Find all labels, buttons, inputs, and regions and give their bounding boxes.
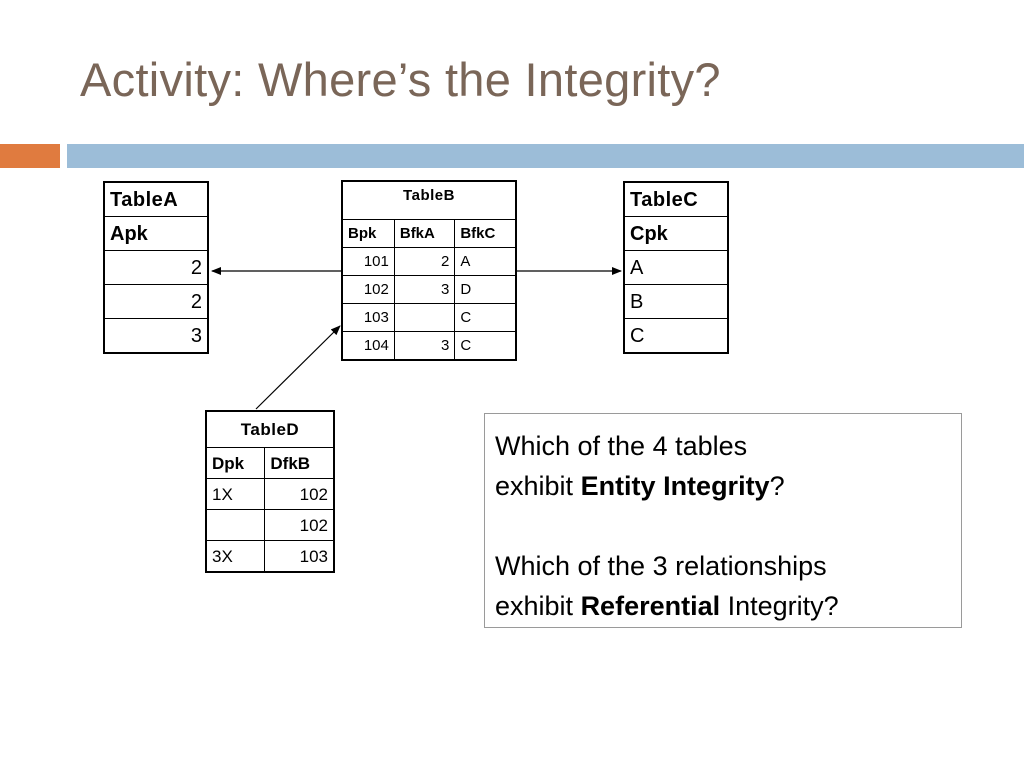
table-d-cell: 102 [264, 509, 335, 541]
table-c: TableC Cpk A B C [623, 181, 729, 354]
table-row: 103 C [341, 303, 517, 332]
table-b-caption: TableB [341, 180, 517, 220]
question-2-line-2: exhibit Referential Integrity? [495, 591, 839, 621]
table-row: 102 3 D [341, 275, 517, 304]
referential-integrity-term: Referential [580, 591, 721, 621]
table-b-cell: 103 [341, 303, 395, 332]
table-b-cell: 101 [341, 247, 395, 276]
question-2-line-1: Which of the 3 relationships [495, 551, 827, 581]
table-c-cell: B [623, 284, 729, 319]
table-b-cell: 3 [393, 331, 456, 361]
table-b-header: BfkC [454, 219, 517, 248]
table-d-cell: 103 [264, 540, 335, 573]
table-b-cell: 2 [393, 247, 456, 276]
table-c-caption: TableC [623, 181, 729, 217]
slide-title: Activity: Where’s the Integrity? [80, 53, 721, 106]
table-c-header: Cpk [623, 216, 729, 251]
table-b-header: Bpk [341, 219, 395, 248]
table-b-cell: C [454, 331, 517, 361]
table-b-cell [393, 303, 456, 332]
table-row: 102 [205, 509, 335, 541]
accent-bar-blue [67, 144, 1024, 168]
table-c-cell: A [623, 250, 729, 285]
question-box: Which of the 4 tables exhibit Entity Int… [484, 413, 962, 628]
table-c-cell: C [623, 318, 729, 354]
table-row: 104 3 C [341, 331, 517, 361]
table-d-cell: 3X [205, 540, 266, 573]
table-a-header: Apk [103, 216, 209, 251]
accent-bar-orange [0, 144, 60, 168]
arrow-d-to-b [255, 325, 341, 410]
table-a: TableA Apk 2 2 3 [103, 181, 209, 354]
table-row: 3X 103 [205, 540, 335, 573]
table-b: TableB Bpk BfkA BfkC 101 2 A 102 3 D 103… [341, 180, 517, 361]
table-d-caption: TableD [205, 410, 335, 448]
question-1-line-1: Which of the 4 tables [495, 431, 748, 461]
table-b-cell: 104 [341, 331, 395, 361]
table-b-cell: C [454, 303, 517, 332]
table-b-cell: D [454, 275, 517, 304]
table-a-cell: 2 [103, 284, 209, 319]
table-a-cell: 3 [103, 318, 209, 354]
question-1-line-2: exhibit Entity Integrity? [495, 471, 785, 501]
table-d: TableD Dpk DfkB 1X 102 102 3X 103 [205, 410, 335, 573]
entity-integrity-term: Entity Integrity [580, 471, 770, 501]
table-row: 101 2 A [341, 247, 517, 276]
